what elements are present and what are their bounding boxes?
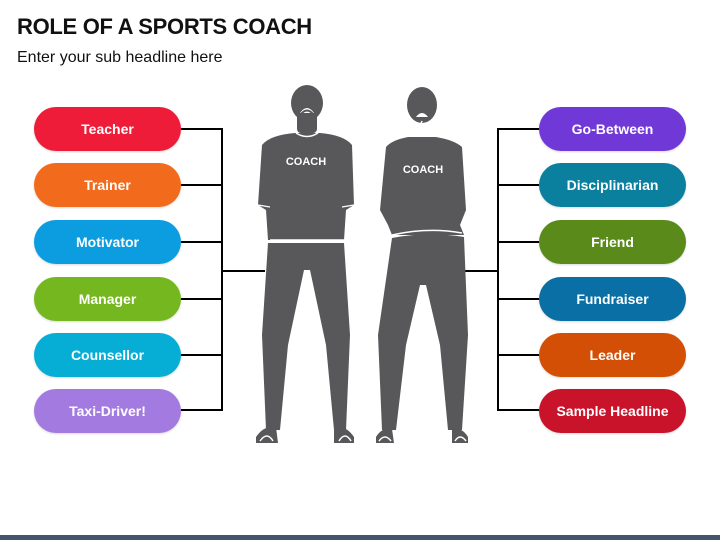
role-pill-sample-headline: Sample Headline: [539, 389, 686, 433]
role-pill-friend: Friend: [539, 220, 686, 264]
connector-line: [181, 128, 223, 130]
female-coach-figure: [376, 87, 468, 443]
connector-line: [497, 298, 539, 300]
connector-line: [181, 409, 223, 411]
footer-bar: [0, 535, 720, 540]
role-label: Sample Headline: [556, 403, 669, 419]
role-pill-disciplinarian: Disciplinarian: [539, 163, 686, 207]
connector-line: [497, 184, 539, 186]
connector-line: [181, 184, 223, 186]
role-label: Fundraiser: [576, 291, 649, 307]
page-subtitle: Enter your sub headline here: [17, 49, 223, 66]
role-label: Trainer: [84, 177, 131, 193]
role-label: Taxi-Driver!: [69, 403, 146, 419]
connector-line: [497, 128, 539, 130]
connector-line: [181, 241, 223, 243]
role-label: Leader: [589, 347, 636, 363]
role-pill-counsellor: Counsellor: [34, 333, 181, 377]
male-coach-figure: [256, 85, 355, 443]
role-pill-go-between: Go-Between: [539, 107, 686, 151]
connector-trunk: [221, 128, 223, 411]
role-label: Motivator: [76, 234, 139, 250]
connector-line: [497, 241, 539, 243]
connector-branch: [465, 270, 499, 272]
role-label: Friend: [591, 234, 634, 250]
connector-line: [181, 354, 223, 356]
role-pill-leader: Leader: [539, 333, 686, 377]
female-shirt-label: COACH: [403, 164, 443, 176]
role-label: Disciplinarian: [566, 177, 659, 193]
role-label: Manager: [78, 291, 137, 307]
role-label: Go-Between: [571, 121, 654, 137]
connector-trunk: [497, 128, 499, 411]
role-label: Teacher: [81, 121, 134, 137]
role-pill-fundraiser: Fundraiser: [539, 277, 686, 321]
role-pill-teacher: Teacher: [34, 107, 181, 151]
role-pill-trainer: Trainer: [34, 163, 181, 207]
connector-branch: [221, 270, 265, 272]
role-pill-taxi-driver: Taxi-Driver!: [34, 389, 181, 433]
connector-line: [181, 298, 223, 300]
coach-figures-illustration: COACH COACH: [256, 85, 468, 443]
male-shirt-label: COACH: [286, 156, 326, 168]
connector-line: [497, 354, 539, 356]
role-label: Counsellor: [70, 347, 145, 363]
page-title: ROLE OF A SPORTS COACH: [17, 14, 312, 39]
role-pill-motivator: Motivator: [34, 220, 181, 264]
connector-line: [497, 409, 539, 411]
role-pill-manager: Manager: [34, 277, 181, 321]
